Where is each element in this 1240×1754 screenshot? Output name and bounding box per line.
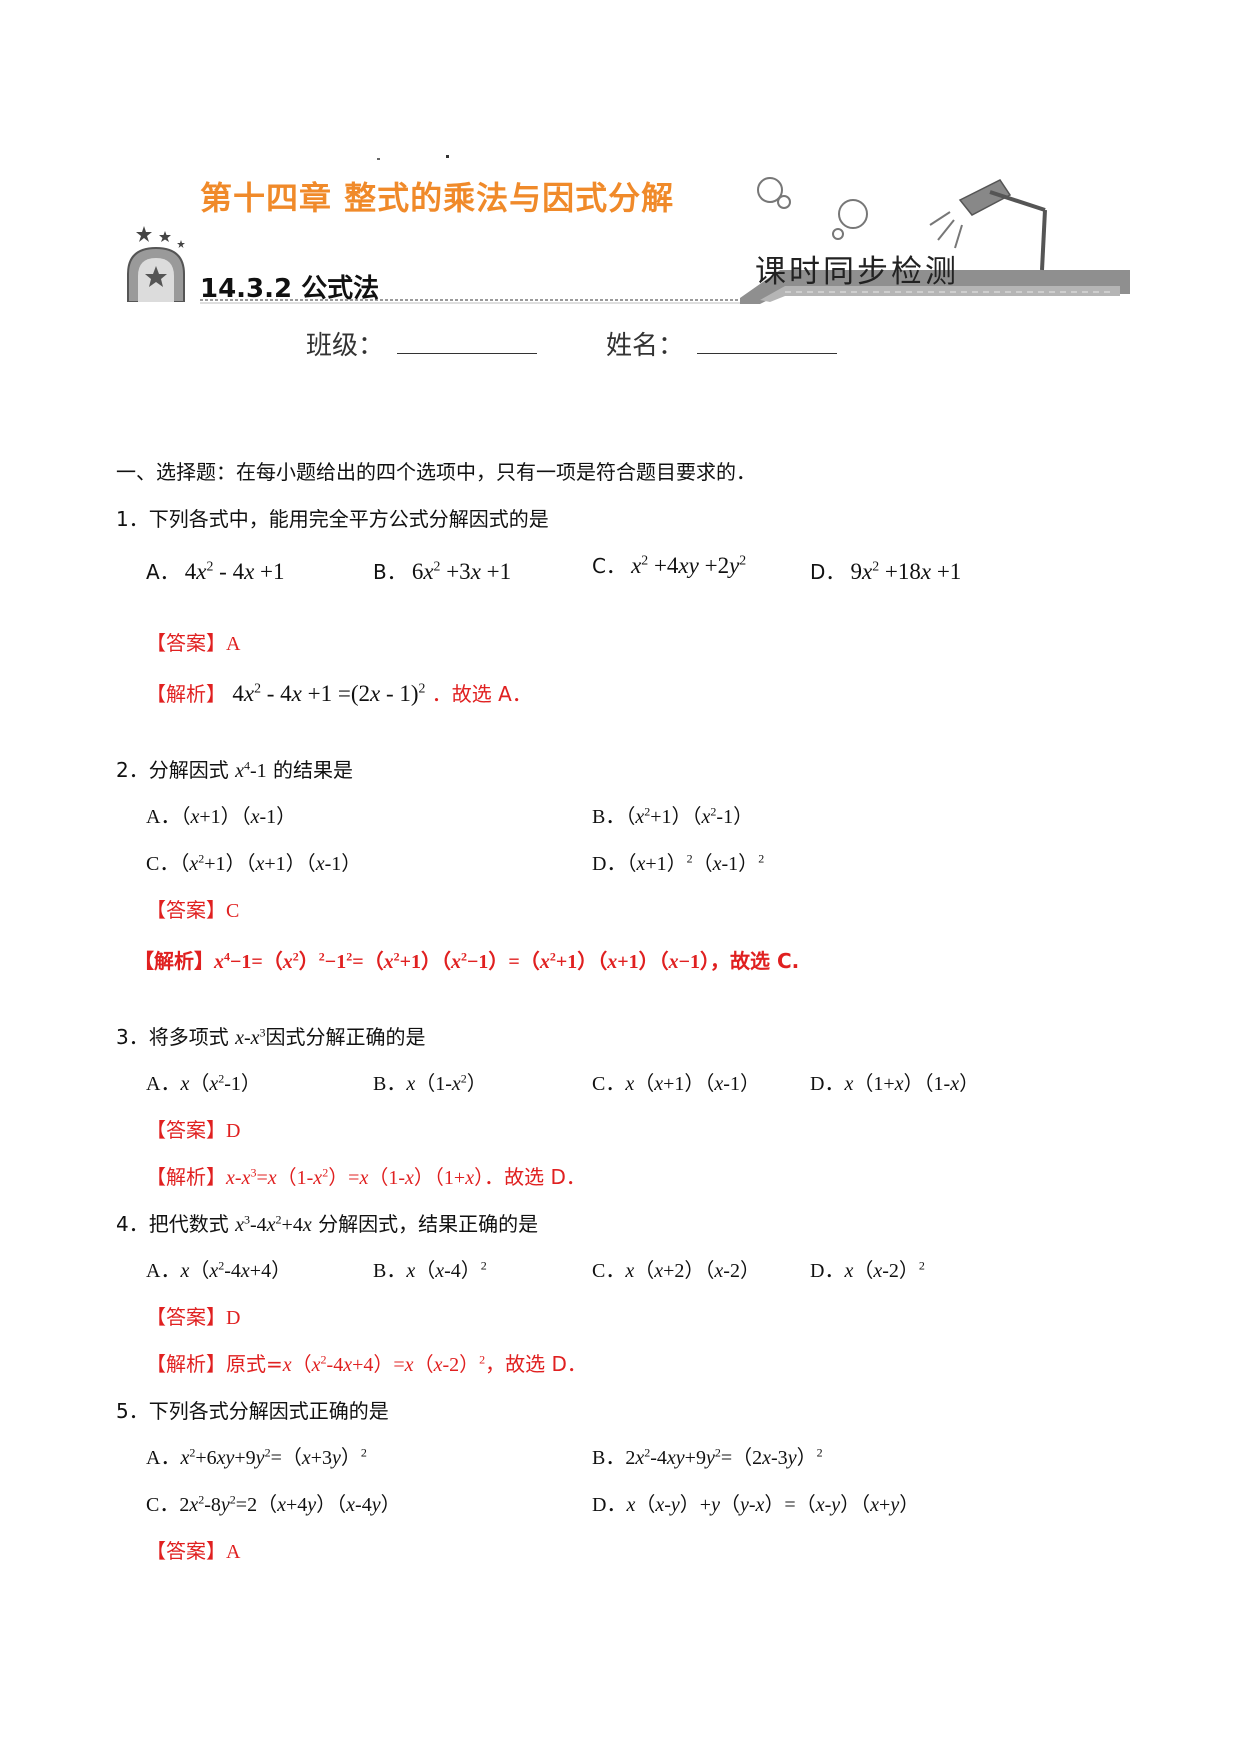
q4-option-b[interactable]: B．x（x-4）2 [373, 1258, 487, 1282]
star-badge-icon [127, 226, 185, 302]
q2-analysis: 【解析】x4−1=（x2）2−12=（x2+1）（x2−1）=（x2+1）（x+… [134, 949, 800, 973]
q1-analysis-expr: 4x2 - 4x +1 =(2x - 1)2 [232, 680, 426, 706]
q5-option-a[interactable]: A．x2+6xy+9y2=（x+3y）2 [146, 1445, 367, 1469]
q2-option-d[interactable]: D．（x+1）2（x-1）2 [592, 851, 765, 875]
q1-option-c[interactable]: C． x2 +4xy +2y2 [592, 552, 747, 578]
q3-analysis: 【解析】x-x3=x（1-x2）=x（1-x）（1+x）．故选 D． [146, 1165, 586, 1189]
q3-answer: 【答案】D [146, 1118, 241, 1142]
q1-option-a[interactable]: A． 4x2 - 4x +1 [146, 558, 285, 584]
q4-option-c[interactable]: C．x（x+2）（x-2） [592, 1260, 760, 1282]
q2-option-c[interactable]: C．（x2+1）（x+1）（x-1） [146, 851, 362, 875]
q1-answer: 【答案】A [146, 631, 241, 655]
name-field[interactable] [697, 325, 837, 354]
q4-option-a[interactable]: A．x（x2-4x+4） [146, 1258, 292, 1282]
q2-option-a[interactable]: A．（x+1）（x-1） [146, 806, 297, 828]
q1-option-b[interactable]: B． 6x2 +3x +1 [373, 558, 512, 584]
q4-answer: 【答案】D [146, 1305, 241, 1329]
q1-option-b-expr: 6x2 +3x +1 [411, 558, 512, 584]
class-field[interactable] [397, 325, 537, 354]
q3-option-b[interactable]: B．x（1-x2） [373, 1071, 487, 1095]
q1-option-c-expr: x2 +4xy +2y2 [631, 552, 747, 578]
class-label: 班级： [306, 331, 385, 361]
q5-option-c[interactable]: C．2x2-8y2=2（x+4y）（x-4y） [146, 1492, 401, 1516]
q5-answer: 【答案】A [146, 1539, 241, 1563]
q1-option-a-expr: 4x2 - 4x +1 [184, 558, 285, 584]
header-banner: 第十四章 整式的乘法与因式分解 课时同步检测 14.3.2 公式法 班级： 姓名… [0, 0, 1240, 361]
q1-option-d-expr: 9x2 +18x +1 [850, 558, 962, 584]
chapter-title: 第十四章 整式的乘法与因式分解 [200, 179, 675, 217]
header-dash [377, 158, 380, 160]
question-1-stem: 1．下列各式中，能用完全平方公式分解因式的是 [116, 507, 549, 531]
q2-answer: 【答案】C [146, 898, 240, 922]
question-5-stem: 5．下列各式分解因式正确的是 [116, 1399, 389, 1423]
lamp-icon [757, 177, 1047, 271]
header-dash [446, 155, 449, 158]
q5-option-b[interactable]: B．2x2-4xy+9y2=（2x-3y）2 [592, 1445, 823, 1469]
q3-option-d[interactable]: D．x（1+x）（1-x） [810, 1073, 980, 1095]
q4-option-d[interactable]: D．x（x-2）2 [810, 1258, 925, 1282]
q4-analysis: 【解析】原式=x（x2-4x+4）=x（x-2）2，故选 D． [146, 1352, 587, 1376]
name-label: 姓名： [606, 331, 685, 361]
banner-stripe [200, 270, 1130, 304]
q2-option-b[interactable]: B．（x2+1）（x2-1） [592, 804, 754, 828]
section-heading: 一、选择题：在每小题给出的四个选项中，只有一项是符合题目要求的． [116, 460, 756, 484]
question-4-stem: 4．把代数式 x3-4x2+4x 分解因式，结果正确的是 [116, 1212, 539, 1236]
q1-option-d[interactable]: D． 9x2 +18x +1 [810, 558, 962, 584]
question-3-stem: 3．将多项式 x-x3因式分解正确的是 [116, 1025, 426, 1049]
q3-option-a[interactable]: A．x（x2-1） [146, 1071, 261, 1095]
q3-option-c[interactable]: C．x（x+1）（x-1） [592, 1073, 760, 1095]
q5-option-d[interactable]: D．x（x-y）+y（y-x）=（x-y）（x+y） [592, 1494, 920, 1516]
banner-label: 课时同步检测 [755, 254, 959, 290]
q1-analysis: 【解析】 4x2 - 4x +1 =(2x - 1)2 ．故选 A． [146, 680, 532, 706]
section-title: 14.3.2 公式法 [200, 274, 380, 304]
question-2-stem: 2．分解因式 x4-1 的结果是 [116, 758, 354, 782]
